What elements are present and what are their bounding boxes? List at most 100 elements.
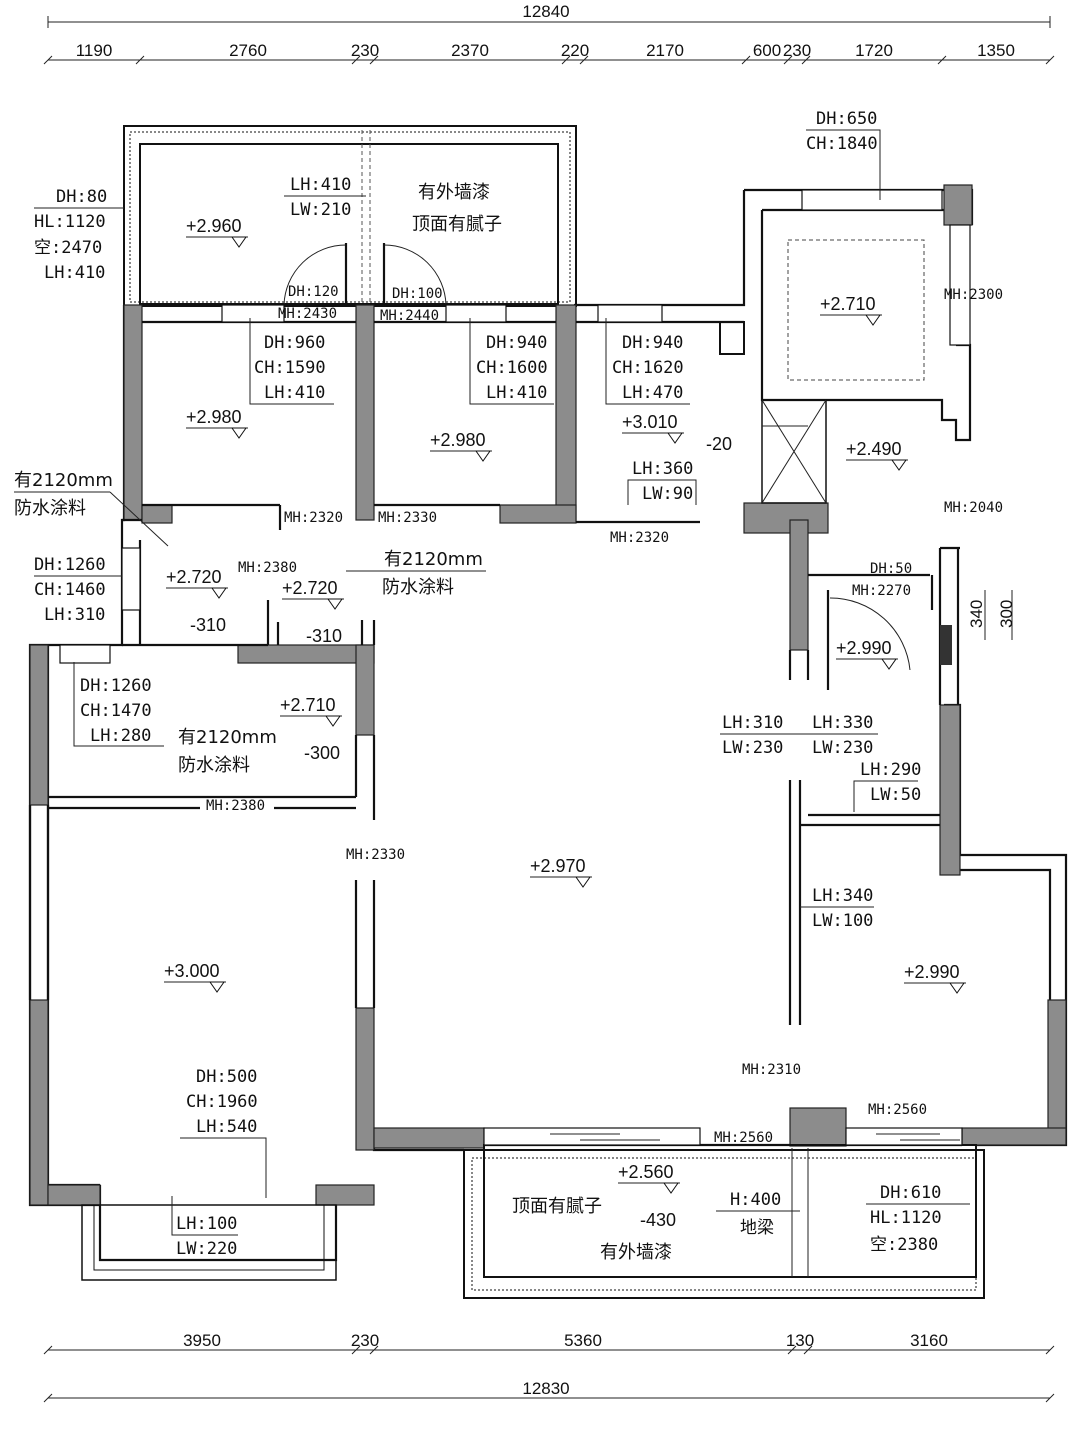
elevation-marker: +2.970 <box>530 856 592 888</box>
windows <box>59 189 971 664</box>
top-segment-dimension: 230 <box>351 41 379 60</box>
svg-text:+2.980: +2.980 <box>186 407 242 427</box>
elevation-marker: +2.560 <box>618 1162 680 1194</box>
mh-2330-a-label: MH:2330 <box>378 510 437 526</box>
mh-2560-a-label: MH:2560 <box>714 1130 773 1146</box>
svg-text:+2.710: +2.710 <box>280 695 336 715</box>
elevation-marker: +2.980 <box>430 430 492 462</box>
svg-text:-310: -310 <box>306 626 342 646</box>
svg-text:+2.560: +2.560 <box>618 1162 674 1182</box>
svg-text:-430: -430 <box>640 1210 676 1230</box>
side-dim-b: 300 <box>997 600 1016 628</box>
top-segment-dimension: 230 <box>783 41 811 60</box>
mh-2040-label: MH:2040 <box>944 500 1003 516</box>
elevation-marker: +2.990 <box>904 962 966 994</box>
north-balcony <box>123 125 577 307</box>
elevation-marker: -310 <box>306 626 342 646</box>
bottom-segment-dimension: 3160 <box>910 1331 948 1350</box>
svg-text:+2.720: +2.720 <box>282 578 338 598</box>
elevation-marker: +2.710 <box>820 294 882 326</box>
svg-text:+3.000: +3.000 <box>164 961 220 981</box>
mh-2310-label: MH:2310 <box>742 1062 801 1078</box>
elevation-marker: +2.490 <box>846 439 908 471</box>
elevation-marker: +3.010 <box>622 412 684 444</box>
svg-text:+2.960: +2.960 <box>186 216 242 236</box>
svg-text:+2.990: +2.990 <box>904 962 960 982</box>
elevation-marker: +2.960 <box>186 216 248 248</box>
elevation-marker: +2.710 <box>280 695 342 727</box>
top-segment-dimension: 220 <box>561 41 589 60</box>
svg-text:+2.990: +2.990 <box>836 638 892 658</box>
mh-2330-b-label: MH:2330 <box>346 847 405 863</box>
top-segment-dimension: 1350 <box>977 41 1015 60</box>
balcony-n-note: 有外墙漆顶面有腻子 <box>412 182 502 235</box>
top-segment-dimension: 2370 <box>451 41 489 60</box>
top-segment-dimension: 2170 <box>646 41 684 60</box>
top-segment-dimension: 1720 <box>855 41 893 60</box>
elevation-marker: +2.720 <box>282 578 344 610</box>
mh-2380-b-label: MH:2380 <box>206 798 265 814</box>
top-segment-dimension: 600 <box>753 41 781 60</box>
mh-2380-a-label: MH:2380 <box>238 560 297 576</box>
top-segment-dimension: 1190 <box>76 41 113 60</box>
top-total-dimension: 12840 <box>522 2 569 21</box>
svg-text:+2.980: +2.980 <box>430 430 486 450</box>
mh-ne-label: MH:2300 <box>944 287 1003 303</box>
bottom-segment-dimension: 5360 <box>564 1331 602 1350</box>
elevation-marker: -20 <box>706 434 732 454</box>
mh-2320-a-label: MH:2320 <box>284 510 343 526</box>
balcony-s-note-1: 顶面有腻子 <box>512 1196 602 1217</box>
bottom-segment-dimension: 230 <box>351 1331 379 1350</box>
bottom-total-dimension: 12830 <box>522 1379 569 1398</box>
svg-text:-300: -300 <box>304 743 340 763</box>
walls <box>28 184 1068 1262</box>
elevation-marker: -430 <box>640 1210 676 1230</box>
svg-text:-310: -310 <box>190 615 226 635</box>
svg-text:+2.720: +2.720 <box>166 567 222 587</box>
elevation-marker: -310 <box>190 615 226 635</box>
south-balconies <box>81 1127 985 1299</box>
mh-2320-b-label: MH:2320 <box>610 530 669 546</box>
balcony-s-note-2: 有外墙漆 <box>600 1242 672 1263</box>
top-segment-dimension: 2760 <box>229 41 267 60</box>
svg-text:+3.010: +3.010 <box>622 412 678 432</box>
bottom-segment-dimension: 3950 <box>183 1331 221 1350</box>
elevation-marker: +3.000 <box>164 961 226 993</box>
side-dim-a: 340 <box>967 600 986 628</box>
elevation-levels: +2.960 +2.980 +2.980 +3.010 -20 +2.710 +2.490 +… <box>164 216 966 1230</box>
bottom-dimension-lines: 3950 230 5360 130 3160 12830 <box>43 1331 1055 1403</box>
bottom-segment-dimension: 130 <box>786 1331 814 1350</box>
elevation-marker: +2.980 <box>186 407 248 439</box>
svg-text:+2.970: +2.970 <box>530 856 586 876</box>
svg-text:+2.490: +2.490 <box>846 439 902 459</box>
svg-text:-20: -20 <box>706 434 732 454</box>
svg-text:+2.710: +2.710 <box>820 294 876 314</box>
side-dimension: 340 300 <box>967 590 1016 640</box>
elevation-marker: +2.720 <box>166 567 228 599</box>
